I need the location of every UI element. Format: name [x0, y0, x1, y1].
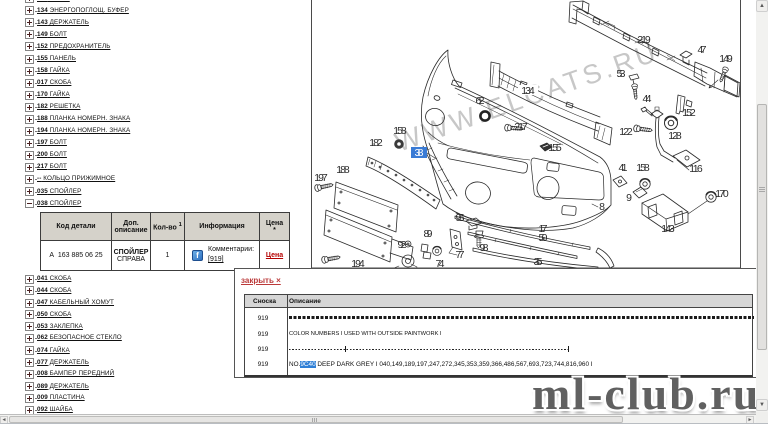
svg-text:53: 53 [617, 68, 626, 80]
svg-text:35: 35 [534, 256, 543, 268]
svg-text:194: 194 [351, 258, 365, 268]
svg-text:170: 170 [715, 188, 729, 200]
svg-text:134: 134 [521, 85, 535, 97]
svg-text:188: 188 [336, 164, 350, 176]
svg-text:8: 8 [599, 201, 605, 213]
svg-text:98: 98 [480, 242, 489, 254]
svg-text:38: 38 [415, 147, 424, 159]
svg-text:197: 197 [314, 172, 328, 184]
svg-text:92: 92 [398, 239, 407, 251]
svg-text:219: 219 [637, 34, 651, 46]
svg-text:50: 50 [539, 232, 548, 244]
svg-text:62: 62 [476, 95, 485, 107]
svg-text:149: 149 [719, 53, 733, 65]
svg-text:152: 152 [682, 107, 696, 119]
svg-text:74: 74 [436, 258, 445, 268]
svg-text:77: 77 [456, 249, 465, 261]
svg-text:122: 122 [619, 126, 633, 138]
svg-text:155: 155 [548, 142, 562, 154]
svg-text:WWW.ELCATS.RU: WWW.ELCATS.RU [391, 37, 663, 158]
svg-text:128: 128 [668, 130, 682, 142]
svg-text:217: 217 [514, 121, 528, 133]
svg-text:17: 17 [539, 223, 548, 235]
svg-text:158: 158 [636, 162, 650, 174]
svg-text:116: 116 [689, 163, 703, 175]
svg-text:158: 158 [393, 125, 407, 137]
svg-text:44: 44 [643, 93, 652, 105]
svg-text:89: 89 [424, 228, 433, 240]
svg-text:143: 143 [661, 223, 675, 235]
svg-text:41: 41 [619, 162, 628, 174]
svg-text:95: 95 [456, 212, 465, 224]
svg-text:182: 182 [369, 137, 383, 149]
svg-text:9: 9 [626, 192, 632, 204]
svg-text:47: 47 [698, 44, 707, 56]
